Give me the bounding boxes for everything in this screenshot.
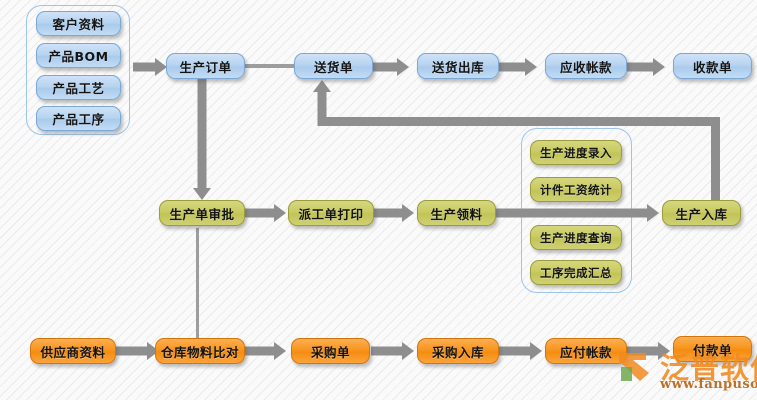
connector-approval-to-workorder-print — [243, 204, 286, 222]
node-production-inbound[interactable]: 生产入库 — [662, 200, 741, 226]
node-label: 供应商资料 — [40, 344, 106, 360]
node-delivery-note[interactable]: 送货单 — [294, 53, 373, 79]
node-delivery-outbound[interactable]: 送货出库 — [417, 53, 499, 79]
node-label: 收款单 — [692, 59, 732, 75]
node-label: 生产领料 — [430, 206, 483, 222]
node-process-summary[interactable]: 工序完成汇总 — [530, 260, 622, 285]
node-label: 送货出库 — [431, 59, 484, 75]
node-progress-query[interactable]: 生产进度查询 — [530, 225, 622, 250]
connector-warehouse-compare-to-purchase-order — [243, 342, 286, 360]
connector-picking-to-inbound — [494, 204, 659, 222]
node-customer-info[interactable]: 客户资料 — [36, 11, 121, 36]
node-label: 生产订单 — [179, 59, 232, 75]
connector-purchase-inbound-to-payable — [499, 342, 542, 360]
node-label: 仓库物料比对 — [160, 344, 239, 360]
node-label: 采购入库 — [431, 344, 484, 360]
node-warehouse-compare[interactable]: 仓库物料比对 — [155, 338, 245, 364]
connector-approval-to-warehouse-compare — [196, 228, 199, 338]
node-product-craft[interactable]: 产品工艺 — [36, 75, 121, 100]
connector-inbound-return-horizontal — [318, 117, 720, 126]
node-label: 生产进度查询 — [540, 230, 612, 245]
node-progress-entry[interactable]: 生产进度录入 — [530, 140, 622, 165]
connector-delivery-note-to-outbound — [371, 58, 409, 76]
node-product-process[interactable]: 产品工序 — [36, 106, 121, 131]
node-supplier-info[interactable]: 供应商资料 — [30, 338, 116, 364]
node-purchase-inbound[interactable]: 采购入库 — [417, 338, 499, 364]
node-label: 送货单 — [313, 59, 353, 75]
node-label: 应付帐款 — [559, 344, 612, 360]
node-label: 产品BOM — [48, 49, 109, 64]
connector-purchase-order-to-inbound — [371, 342, 414, 360]
node-label: 生产单审批 — [169, 206, 235, 222]
connector-workorder-print-to-picking — [371, 204, 414, 222]
connector-inbound-return-vertical — [711, 117, 720, 201]
connector-payable-to-payment-note — [627, 342, 670, 360]
node-label: 应收帐款 — [559, 59, 612, 75]
node-accounts-payable[interactable]: 应付帐款 — [545, 338, 627, 364]
node-production-approval[interactable]: 生产单审批 — [159, 200, 245, 226]
connector-production-order-to-delivery-note — [245, 64, 294, 68]
node-label: 产品工序 — [52, 112, 105, 127]
connector-supplier-to-warehouse-compare — [116, 342, 159, 360]
node-payment-note[interactable]: 付款单 — [673, 336, 752, 362]
node-label: 工序完成汇总 — [540, 265, 612, 280]
connector-return-to-delivery-note — [313, 80, 331, 126]
node-production-order[interactable]: 生产订单 — [166, 53, 245, 79]
connector-receivable-to-receipt — [627, 58, 665, 76]
node-receipt-note[interactable]: 收款单 — [673, 53, 752, 79]
node-product-bom[interactable]: 产品BOM — [36, 43, 121, 68]
connector-basicdata-to-production-order — [133, 58, 167, 76]
node-label: 采购单 — [310, 344, 350, 360]
node-label: 派工单打印 — [298, 206, 364, 222]
node-label: 计件工资统计 — [540, 182, 612, 197]
connector-outbound-to-receivable — [499, 58, 537, 76]
node-purchase-order[interactable]: 采购单 — [291, 338, 370, 364]
node-label: 生产入库 — [675, 206, 728, 222]
node-accounts-receivable[interactable]: 应收帐款 — [545, 53, 627, 79]
node-label: 生产进度录入 — [540, 145, 612, 160]
node-production-picking[interactable]: 生产领料 — [417, 200, 496, 226]
connector-production-order-to-approval — [193, 78, 211, 200]
node-label: 产品工艺 — [52, 81, 105, 96]
node-label: 付款单 — [692, 342, 732, 358]
watermark-url: www.fanpusoft.com — [660, 377, 757, 392]
node-label: 客户资料 — [52, 17, 105, 32]
node-work-order-print[interactable]: 派工单打印 — [288, 200, 374, 226]
node-piecework-wage-stats[interactable]: 计件工资统计 — [530, 177, 622, 202]
